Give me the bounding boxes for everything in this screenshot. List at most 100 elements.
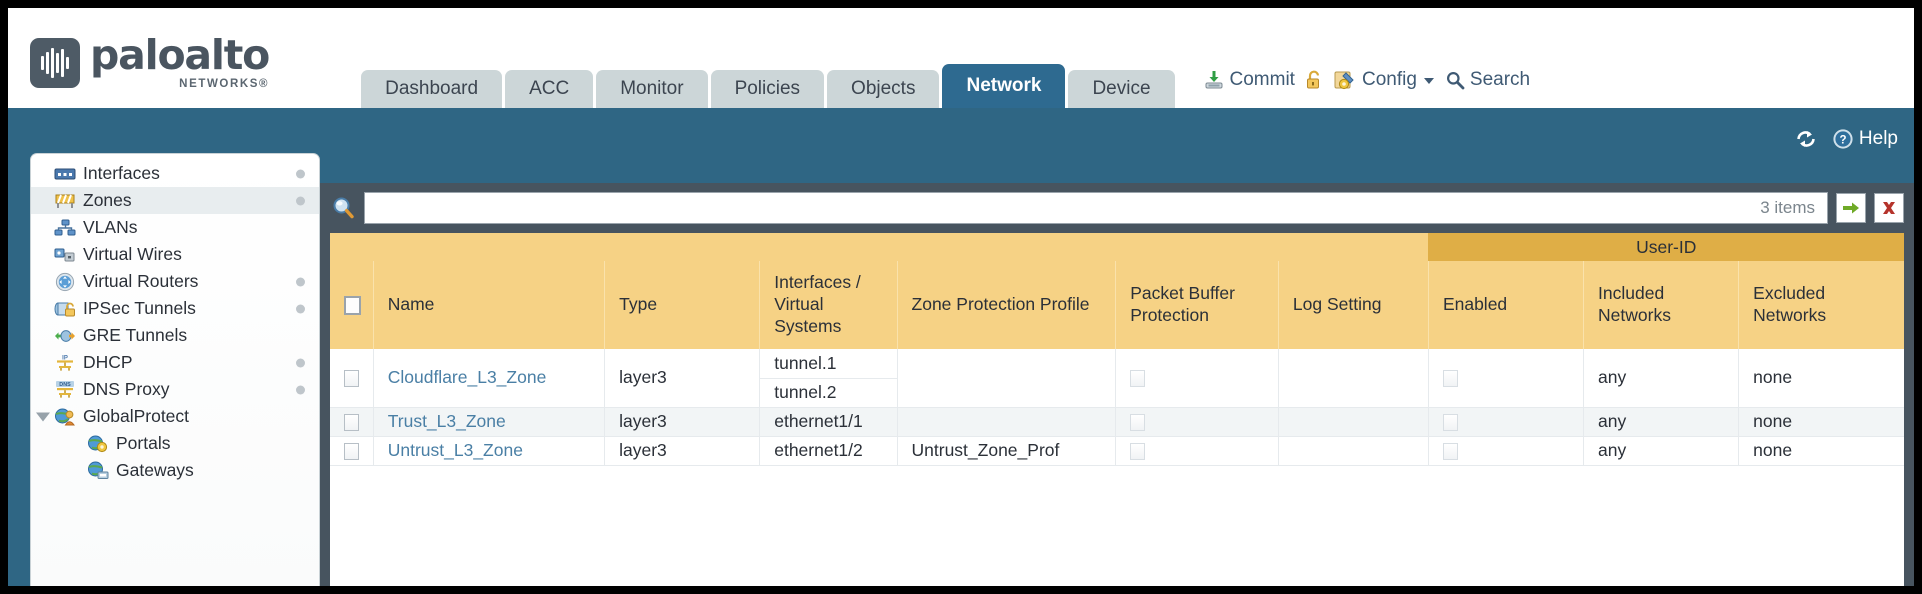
select-all-checkbox[interactable] bbox=[344, 296, 361, 316]
col-header-log-setting[interactable]: Log Setting bbox=[1278, 261, 1429, 349]
config-dot bbox=[296, 169, 305, 178]
cell-type: layer3 bbox=[604, 436, 761, 466]
config-label: Config bbox=[1361, 69, 1417, 90]
cell-packet-buffer-protection[interactable] bbox=[1115, 436, 1279, 466]
ipsec-tunnels-icon bbox=[53, 299, 76, 318]
tab-objects[interactable]: Objects bbox=[827, 70, 940, 108]
cell-name[interactable]: Cloudflare_L3_Zone bbox=[373, 349, 606, 408]
tab-dashboard[interactable]: Dashboard bbox=[361, 70, 503, 108]
cell-interface: ethernet1/1 bbox=[759, 407, 898, 437]
packet-buffer-checkbox[interactable] bbox=[1130, 413, 1146, 431]
row-checkbox[interactable] bbox=[344, 413, 359, 431]
item-count-label: 3 items bbox=[1760, 198, 1815, 217]
help-icon: ? bbox=[1832, 128, 1854, 150]
svg-text:DNS: DNS bbox=[59, 382, 71, 388]
col-header-name[interactable]: Name bbox=[373, 261, 606, 349]
sidebar-item-virtual-wires[interactable]: Virtual Wires bbox=[31, 241, 319, 268]
packet-buffer-checkbox[interactable] bbox=[1130, 442, 1146, 460]
row-checkbox[interactable] bbox=[344, 370, 359, 388]
zone-link[interactable]: Cloudflare_L3_Zone bbox=[387, 367, 547, 388]
sidebar-item-gateways[interactable]: Gateways bbox=[31, 457, 319, 484]
config-menu[interactable]: Config bbox=[1333, 69, 1436, 91]
cell-interface: ethernet1/2 bbox=[759, 436, 898, 466]
table-row[interactable]: Untrust_L3_Zone layer3 ethernet1/2 Untru… bbox=[330, 436, 1904, 466]
config-dot bbox=[296, 385, 305, 394]
search-button[interactable]: Search bbox=[1445, 69, 1530, 91]
help-label: Help bbox=[1858, 128, 1898, 149]
gateways-icon bbox=[86, 461, 109, 480]
apply-filter-button[interactable] bbox=[1836, 193, 1866, 223]
col-header-zone-protection-profile[interactable]: Zone Protection Profile bbox=[897, 261, 1117, 349]
sidebar-item-label: GlobalProtect bbox=[83, 406, 190, 426]
sidebar-item-label: Virtual Wires bbox=[83, 244, 182, 264]
close-icon bbox=[1878, 198, 1900, 218]
commit-icon bbox=[1203, 69, 1225, 91]
tab-device[interactable]: Device bbox=[1068, 70, 1175, 108]
userid-enabled-checkbox[interactable] bbox=[1442, 370, 1458, 388]
col-header-packet-buffer-protection[interactable]: Packet Buffer Protection bbox=[1115, 261, 1279, 349]
tab-acc[interactable]: ACC bbox=[505, 70, 594, 108]
row-select-cell[interactable] bbox=[330, 436, 374, 466]
tab-network[interactable]: Network bbox=[942, 64, 1066, 108]
userid-enabled-checkbox[interactable] bbox=[1442, 413, 1458, 431]
row-select-cell[interactable] bbox=[330, 349, 374, 408]
cell-packet-buffer-protection[interactable] bbox=[1115, 349, 1279, 408]
col-header-included-networks[interactable]: Included Networks bbox=[1583, 261, 1740, 349]
config-dot bbox=[296, 196, 305, 205]
help-button[interactable]: ? Help bbox=[1832, 128, 1898, 150]
refresh-icon[interactable] bbox=[1794, 128, 1818, 150]
cell-zone-protection-profile: Untrust_Zone_Prof bbox=[897, 436, 1117, 466]
filter-bar: 3 items bbox=[330, 191, 1904, 225]
cell-userid-enabled[interactable] bbox=[1428, 407, 1585, 437]
tab-policies[interactable]: Policies bbox=[710, 70, 825, 108]
zone-link[interactable]: Trust_L3_Zone bbox=[387, 411, 506, 431]
cell-userid-enabled[interactable] bbox=[1428, 349, 1585, 408]
col-header-interfaces[interactable]: Interfaces / Virtual Systems bbox=[759, 261, 898, 349]
sidebar-item-dns-proxy[interactable]: DNS DNS Proxy bbox=[31, 376, 319, 403]
zone-link[interactable]: Untrust_L3_Zone bbox=[387, 440, 523, 460]
search-input[interactable]: 3 items bbox=[364, 192, 1828, 224]
commit-label: Commit bbox=[1229, 69, 1295, 90]
table-row[interactable]: Cloudflare_L3_Zone layer3 tunnel.1 bbox=[330, 349, 1904, 408]
sidebar-item-globalprotect[interactable]: GlobalProtect bbox=[31, 403, 319, 430]
sidebar-item-ipsec-tunnels[interactable]: IPSec Tunnels bbox=[31, 295, 319, 322]
col-header-type[interactable]: Type bbox=[604, 261, 761, 349]
sidebar-item-dhcp[interactable]: IP DHCP bbox=[31, 349, 319, 376]
zones-main-panel: 3 items bbox=[320, 183, 1914, 586]
cell-name[interactable]: Trust_L3_Zone bbox=[373, 407, 606, 437]
col-header-enabled[interactable]: Enabled bbox=[1428, 261, 1585, 349]
brand-name: paloalto bbox=[90, 31, 270, 80]
sidebar-item-label: Interfaces bbox=[83, 163, 160, 183]
sidebar-item-interfaces[interactable]: Interfaces bbox=[31, 160, 319, 187]
dhcp-icon: IP bbox=[53, 353, 76, 372]
sidebar-item-zones[interactable]: Zones bbox=[31, 187, 319, 214]
expand-caret-icon[interactable] bbox=[36, 412, 50, 421]
portals-icon bbox=[86, 434, 109, 453]
cell-userid-enabled[interactable] bbox=[1428, 436, 1585, 466]
cell-zone-protection-profile bbox=[897, 407, 1117, 437]
cell-zone-protection-profile bbox=[897, 349, 1117, 408]
cell-packet-buffer-protection[interactable] bbox=[1115, 407, 1279, 437]
lock-icon[interactable] bbox=[1304, 69, 1324, 91]
userid-enabled-checkbox[interactable] bbox=[1442, 442, 1458, 460]
row-checkbox[interactable] bbox=[344, 442, 359, 460]
sidebar-item-label: Virtual Routers bbox=[83, 271, 199, 291]
group-header-userid: User-ID bbox=[1428, 233, 1904, 261]
filter-search-icon[interactable] bbox=[330, 195, 356, 221]
clear-filter-button[interactable] bbox=[1874, 193, 1904, 223]
col-header-excluded-networks[interactable]: Excluded Networks bbox=[1738, 261, 1904, 349]
tab-monitor[interactable]: Monitor bbox=[596, 70, 708, 108]
sidebar-item-vlans[interactable]: VLANs bbox=[31, 214, 319, 241]
commit-button[interactable]: Commit bbox=[1203, 69, 1295, 91]
packet-buffer-checkbox[interactable] bbox=[1130, 370, 1146, 388]
svg-text:IP: IP bbox=[62, 355, 68, 361]
cell-name[interactable]: Untrust_L3_Zone bbox=[373, 436, 606, 466]
config-dot bbox=[296, 304, 305, 313]
main-nav-tabs: Dashboard ACC Monitor Policies Objects N… bbox=[361, 8, 1175, 108]
sidebar-item-portals[interactable]: Portals bbox=[31, 430, 319, 457]
sidebar-item-virtual-routers[interactable]: Virtual Routers bbox=[31, 268, 319, 295]
select-all-header[interactable] bbox=[330, 261, 374, 349]
table-row[interactable]: Trust_L3_Zone layer3 ethernet1/1 bbox=[330, 407, 1904, 437]
row-select-cell[interactable] bbox=[330, 407, 374, 437]
sidebar-item-gre-tunnels[interactable]: GRE Tunnels bbox=[31, 322, 319, 349]
